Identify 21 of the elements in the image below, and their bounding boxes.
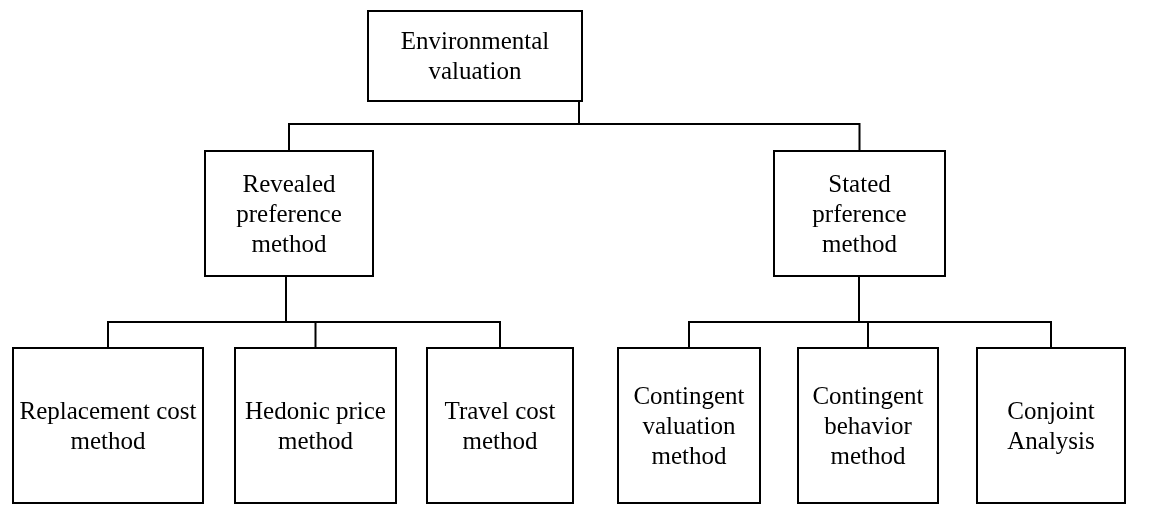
method-label: Hedonic price method: [244, 395, 387, 456]
method-label: Travel cost method: [443, 395, 557, 456]
method-box: [204, 150, 374, 277]
connector-line: [858, 276, 1052, 348]
method-label: Environmental valuation: [399, 26, 551, 86]
connector-line: [285, 276, 501, 348]
connector-line: [578, 101, 861, 151]
method-label: Replacement cost method: [18, 395, 198, 456]
method-box: [797, 347, 939, 504]
method-box: [773, 150, 946, 277]
method-label: Revealed preference method: [235, 168, 343, 259]
method-label: Contingent valuation method: [632, 380, 746, 471]
method-box: [426, 347, 574, 504]
method-label: Contingent behavior method: [811, 380, 925, 471]
method-box: [12, 347, 204, 504]
method-box: [234, 347, 397, 504]
method-box: [976, 347, 1126, 504]
method-label: Stated prference method: [811, 168, 908, 259]
method-box: [367, 10, 583, 102]
method-label: Conjoint Analysis: [1006, 395, 1096, 456]
method-box: [617, 347, 761, 504]
